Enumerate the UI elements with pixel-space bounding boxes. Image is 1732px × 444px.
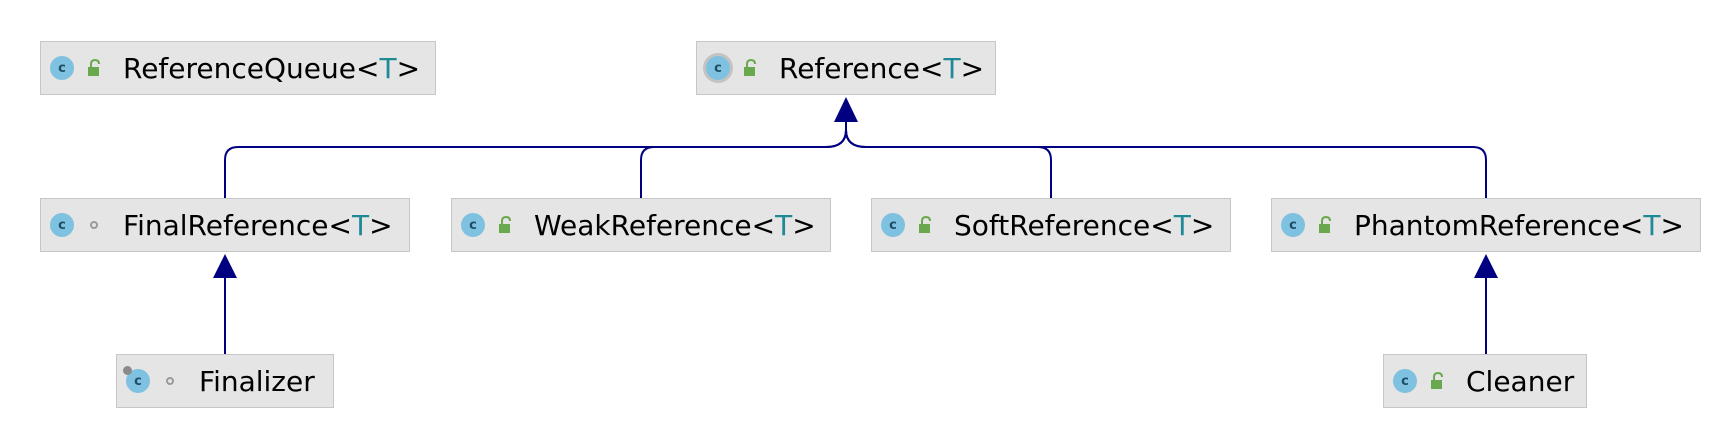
package-private-icon [158, 369, 182, 393]
final-class-icon: c [123, 366, 150, 393]
node-reference[interactable]: c Reference<T> [696, 41, 996, 95]
node-weakreference[interactable]: c WeakReference<T> [451, 198, 831, 252]
class-name: Finalizer [199, 364, 315, 398]
public-lock-icon [1425, 369, 1449, 393]
node-phantomreference[interactable]: c PhantomReference<T> [1271, 198, 1701, 252]
public-lock-icon [493, 213, 517, 237]
class-name: ReferenceQueue<T> [123, 51, 421, 85]
arrowhead-finalreference [213, 254, 237, 278]
abstract-class-icon: c [706, 56, 730, 80]
edge-weakreference-to-reference [640, 122, 847, 198]
public-lock-icon [82, 56, 106, 80]
edge-finalreference-to-reference [224, 122, 847, 198]
node-cleaner[interactable]: c Cleaner [1383, 354, 1587, 408]
public-lock-icon [1313, 213, 1337, 237]
node-finalreference[interactable]: c FinalReference<T> [40, 198, 410, 252]
edge-phantomreference-to-reference [845, 122, 1487, 198]
class-name: SoftReference<T> [954, 208, 1215, 242]
node-referencequeue[interactable]: c ReferenceQueue<T> [40, 41, 436, 95]
class-name: FinalReference<T> [123, 208, 393, 242]
class-name: PhantomReference<T> [1354, 208, 1684, 242]
class-icon: c [1393, 369, 1417, 393]
class-name: Cleaner [1466, 364, 1575, 398]
class-icon: c [881, 213, 905, 237]
node-softreference[interactable]: c SoftReference<T> [871, 198, 1231, 252]
edge-softreference-to-reference [845, 122, 1052, 198]
class-icon: c [1281, 213, 1305, 237]
class-name: WeakReference<T> [534, 208, 816, 242]
arrowhead-reference [834, 97, 858, 122]
class-icon: c [461, 213, 485, 237]
public-lock-icon [738, 56, 762, 80]
public-lock-icon [913, 213, 937, 237]
class-name: Reference<T> [779, 51, 985, 85]
arrowhead-phantomreference [1474, 254, 1498, 278]
node-finalizer[interactable]: c Finalizer [116, 354, 334, 408]
package-private-icon [82, 213, 106, 237]
class-icon: c [50, 56, 74, 80]
class-icon: c [50, 213, 74, 237]
